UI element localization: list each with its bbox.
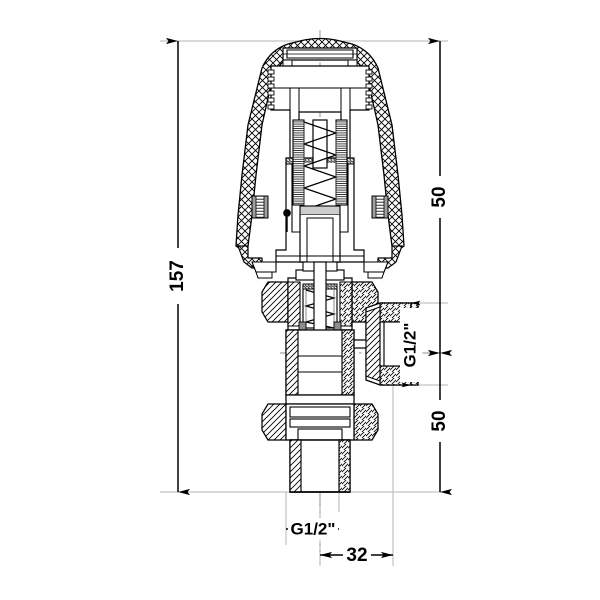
dimension-overall-height: 157 [166, 37, 190, 496]
dimension-offset-width: 32 [320, 544, 393, 566]
dimension-label-50-upper: 50 [429, 186, 450, 207]
dimension-label-side-g12: G1/2" [400, 323, 419, 368]
union-ring-upper [289, 406, 351, 418]
dimension-label-50-lower: 50 [429, 410, 450, 431]
head-notches-left [267, 69, 275, 110]
upper-coil-spring [302, 121, 338, 216]
stem-seal-right [333, 321, 342, 331]
skirt-foot-left [255, 271, 273, 279]
skirt-rail-left [251, 261, 277, 273]
plunger-rod [312, 119, 328, 169]
dim-label-bg-side-g12 [400, 308, 422, 382]
spring-tube-right [335, 119, 348, 206]
union-nut-right [353, 403, 379, 441]
head-pad-left-thread [255, 195, 265, 219]
bonnet-wall-left [287, 281, 301, 327]
dimension-bottom-outlet-thread: G1/2" [286, 518, 339, 540]
bottom-tail-wall-left [289, 439, 302, 493]
bonnet-wall-right [339, 281, 353, 327]
union-nut-left [261, 403, 287, 441]
dimension-side-port-thread: G1/2" [400, 300, 422, 388]
spring-seat-plate [299, 205, 341, 216]
union-ring-lower [289, 418, 351, 428]
dim-label-bg-bottom-g12 [288, 518, 338, 540]
head-cavity-ribs [271, 87, 369, 158]
stem-seal-left [298, 321, 307, 331]
body-flow-chamber [297, 355, 343, 373]
spring-tube-left [292, 119, 305, 206]
head-cap-tab-right [347, 59, 358, 67]
dimension-lower-height: 50 [428, 349, 452, 496]
skirt-foot-right [367, 271, 385, 279]
thermostatic-head [235, 37, 405, 279]
side-outlet-shoulder [365, 306, 381, 382]
dimension-label-32: 32 [346, 545, 367, 566]
body-wall-right [341, 329, 355, 396]
head-cap-tab-left [282, 59, 293, 67]
bonnet-nut-left [261, 281, 289, 323]
dim-label-bg-32 [343, 544, 371, 566]
body-mid-shoulder [285, 394, 355, 405]
dim-label-bg-157 [166, 248, 190, 304]
dimension-label-bottom-g12: G1/2" [291, 519, 336, 538]
dimension-label-157: 157 [167, 260, 188, 292]
body-wall-left [285, 329, 299, 396]
skirt-rail-right [363, 261, 389, 273]
head-notches-right [365, 69, 373, 110]
dim-label-bg-50-lower [428, 400, 452, 442]
dim-label-bg-50-upper [428, 176, 452, 218]
head-pad-right-thread [375, 195, 385, 219]
piston-bore-inner [306, 217, 334, 263]
bottom-tail-wall-right [338, 439, 351, 493]
union-ring-base [297, 428, 343, 441]
dimension-upper-height: 50 [428, 37, 452, 357]
